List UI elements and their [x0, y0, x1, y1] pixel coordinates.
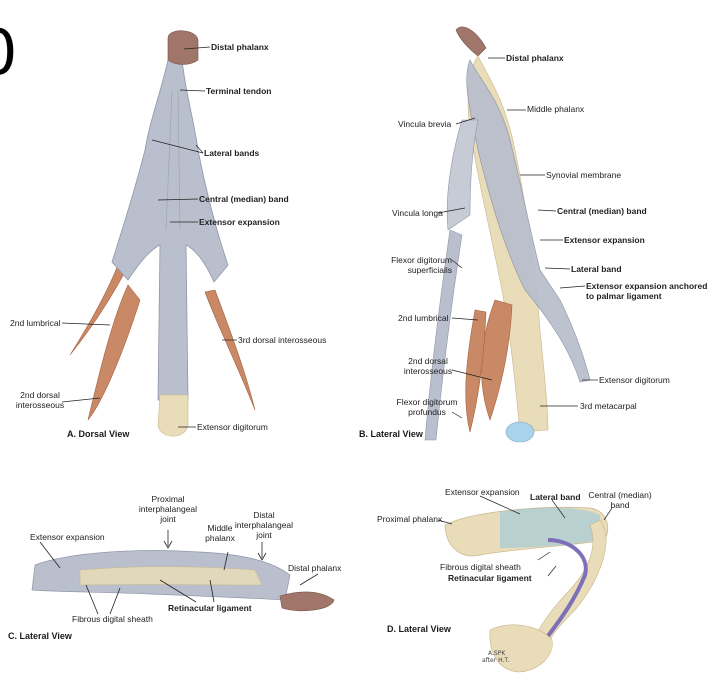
label-c-retinacular: Retinacular ligament	[168, 603, 252, 613]
label-b-expansion-anchored-line1: Extensor expansion anchored	[586, 281, 708, 291]
label-d-extensor-expansion: Extensor expansion	[445, 487, 520, 497]
label-c-pip-line3: joint	[160, 514, 176, 524]
label-c-middle-line1: Middle	[207, 523, 233, 533]
label-a-dorsal-interosseous-2-line1: 2nd dorsal	[20, 390, 60, 400]
dorsal-interosseous-3-muscle	[204, 289, 256, 411]
label-a-distal-phalanx: Distal phalanx	[211, 42, 269, 52]
extensor-digitorum-tendon	[157, 394, 189, 437]
retinacular-ligament-d	[546, 538, 588, 638]
caption-panel-a: A. Dorsal View	[67, 429, 130, 439]
label-d-proximal-phalanx: Proximal phalanx	[377, 514, 443, 524]
label-b-synovial-membrane: Synovial membrane	[546, 170, 622, 180]
label-b-metacarpal: 3rd metacarpal	[580, 401, 637, 411]
label-a-dorsal-interosseous-3: 3rd dorsal interosseous	[238, 335, 327, 345]
caption-panel-b: B. Lateral View	[359, 429, 423, 439]
label-c-fibrous-sheath: Fibrous digital sheath	[72, 614, 153, 624]
panel-b-illustration	[424, 26, 598, 443]
metacarpal-head-b	[505, 421, 535, 443]
phalanges-bone-c	[79, 566, 263, 586]
label-d-central-line2: band	[610, 500, 630, 510]
label-b-lateral-band: Lateral band	[571, 264, 622, 274]
label-a-dorsal-interosseous-2-line2: interosseous	[15, 400, 65, 410]
corner-glyph: 0	[0, 18, 17, 88]
label-b-lumbrical: 2nd lumbrical	[398, 313, 449, 323]
fingertip-nail-b	[455, 26, 487, 57]
tendon-sheath-b	[466, 59, 591, 383]
caption-panel-c: C. Lateral View	[8, 631, 72, 641]
lumbrical-muscle	[69, 264, 127, 356]
label-b-fds-line2: superficialis	[407, 265, 452, 275]
label-b-fdp-line2: profundus	[408, 407, 446, 417]
label-b-dorsal-interosseous-line2: interosseous	[403, 366, 453, 376]
label-a-lateral-bands: Lateral bands	[204, 148, 260, 158]
artist-signature-line2: after H.T.	[482, 657, 510, 664]
label-b-middle-phalanx: Middle phalanx	[527, 104, 585, 114]
panel-c-illustration	[31, 530, 335, 615]
panel-a-illustration	[61, 30, 256, 437]
panel-d-illustration	[437, 495, 613, 673]
label-b-central-band: Central (median) band	[557, 206, 647, 216]
fingertip-nail	[167, 30, 199, 65]
label-d-lateral-band: Lateral band	[530, 492, 581, 502]
fingertip-nail-c	[279, 591, 335, 612]
label-a-extensor-expansion: Extensor expansion	[199, 217, 280, 227]
lumbrical-muscle-b	[465, 309, 487, 433]
label-c-distal-phalanx: Distal phalanx	[288, 563, 342, 573]
label-d-retinacular: Retinacular ligament	[448, 573, 532, 583]
label-a-extensor-digitorum: Extensor digitorum	[197, 422, 268, 432]
distal-tip-d	[489, 624, 553, 673]
label-c-middle-line2: phalanx	[205, 533, 235, 543]
caption-panel-d: D. Lateral View	[387, 624, 451, 634]
label-c-extensor-expansion: Extensor expansion	[30, 532, 105, 542]
vincula-b	[446, 119, 479, 231]
label-a-lumbrical: 2nd lumbrical	[10, 318, 61, 328]
label-d-fibrous-sheath: Fibrous digital sheath	[440, 562, 521, 572]
label-b-dorsal-interosseous-line1: 2nd dorsal	[408, 356, 448, 366]
label-b-vincula-brevia: Vincula brevia	[398, 119, 452, 129]
label-b-fdp-line1: Flexor digitorum	[396, 397, 458, 407]
flexor-tendons-b	[424, 229, 463, 441]
extensor-expansion-shape	[111, 59, 229, 401]
label-c-dip-line3: joint	[256, 530, 272, 540]
label-c-pip-line1: Proximal	[151, 494, 185, 504]
label-b-expansion-anchored-line2: to palmar ligament	[586, 291, 662, 301]
label-c-pip-line2: interphalangeal	[138, 504, 198, 514]
label-b-distal-phalanx: Distal phalanx	[506, 53, 564, 63]
label-b-vincula-longa: Vincula longa	[392, 208, 443, 218]
label-a-central-band: Central (median) band	[199, 194, 289, 204]
dorsal-interosseous-2-muscle	[87, 284, 141, 421]
sheath-overlay-d	[500, 507, 600, 548]
label-b-extensor-expansion: Extensor expansion	[564, 235, 645, 245]
label-c-dip-line2: interphalangeal	[234, 520, 294, 530]
label-c-dip-line1: Distal	[253, 510, 275, 520]
label-a-terminal-tendon: Terminal tendon	[206, 86, 272, 96]
artist-signature-line1: A.SPK	[488, 650, 506, 657]
label-b-extensor-digitorum: Extensor digitorum	[599, 375, 670, 385]
label-b-fds-line1: Flexor digitorum	[391, 255, 452, 265]
label-d-central-line1: Central (median)	[588, 490, 652, 500]
